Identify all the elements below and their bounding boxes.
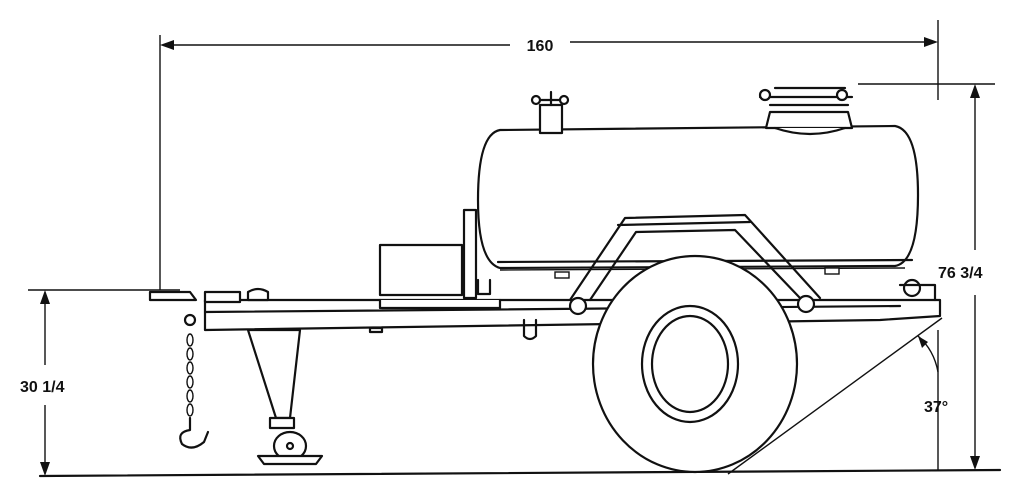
safety-chain [179, 313, 210, 449]
length-label: 160 [527, 38, 554, 55]
hitch-height-dimension: 30 1/4 [20, 289, 180, 476]
hitch-height-label: 30 1/4 [20, 379, 65, 396]
storage-box [378, 208, 478, 300]
tank [476, 124, 920, 279]
ground-line [38, 468, 1002, 478]
height-dimension: 76 3/4 [858, 83, 995, 470]
wheel [591, 254, 799, 474]
height-label: 76 3/4 [938, 265, 983, 282]
angle-label: 37° [924, 399, 948, 416]
frame [148, 287, 942, 334]
fender-frame [568, 213, 822, 302]
length-dimension: 160 [159, 20, 939, 290]
departure-angle: 37° [727, 317, 948, 475]
lifting-shackles [476, 278, 937, 341]
landing-leg [246, 328, 324, 466]
vent-cap [530, 90, 570, 135]
manhole-cover [758, 86, 854, 136]
